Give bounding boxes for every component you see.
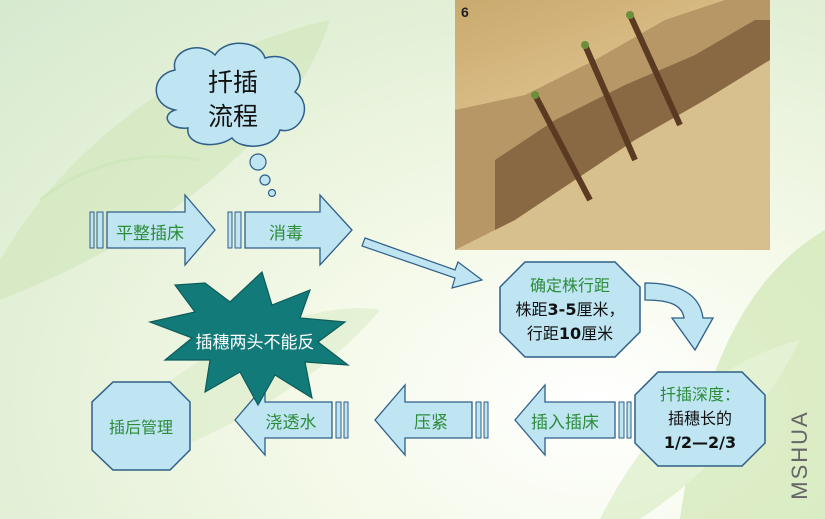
step8-label: 插后管理 xyxy=(108,418,173,437)
step3-line3: 行距10厘米 xyxy=(526,324,614,343)
step-octagon-3 xyxy=(499,261,641,358)
step2-label: 消毒 xyxy=(269,223,303,244)
step7-label: 浇透水 xyxy=(265,412,317,433)
step3-text: 确定株行距 株距3-5厘米， 行距10厘米 xyxy=(500,270,640,350)
step-octagon-8 xyxy=(91,381,191,471)
step4-title: 扦插深度： xyxy=(659,385,740,404)
step3-title: 确定株行距 xyxy=(529,276,610,295)
cloud-title-line1: 扦插 xyxy=(207,68,258,97)
cutting-photo: 6 xyxy=(455,0,770,250)
cutting-photo-illustration xyxy=(455,0,770,250)
watermark: MSHUA xyxy=(787,410,812,500)
step1-label: 平整插床 xyxy=(116,223,184,244)
connector-arrow xyxy=(361,237,484,289)
step-arrow-6 xyxy=(374,383,489,457)
cloud-title: 扦插 流程 xyxy=(178,60,288,140)
warning-starburst xyxy=(147,270,350,407)
step-arrow-5 xyxy=(514,383,632,457)
step4-line2: 插穗长的 xyxy=(667,409,732,428)
step3-line2: 株距3-5厘米， xyxy=(515,300,625,319)
step6-label: 压紧 xyxy=(414,412,448,433)
title-cloud xyxy=(155,42,306,198)
warning-label: 插穗两头不能反 xyxy=(195,332,315,353)
step-octagon-4 xyxy=(634,371,766,467)
curved-arrow xyxy=(644,282,715,352)
step4-text: 扦插深度： 插穗长的 1/2—2/3 xyxy=(635,378,765,460)
step4-line3: 1/2—2/3 xyxy=(663,433,737,452)
photo-number: 6 xyxy=(461,4,469,20)
step-arrow-1 xyxy=(89,193,216,267)
cloud-title-line2: 流程 xyxy=(207,102,258,131)
step5-label: 插入插床 xyxy=(531,412,599,433)
step-arrow-2 xyxy=(227,193,353,267)
